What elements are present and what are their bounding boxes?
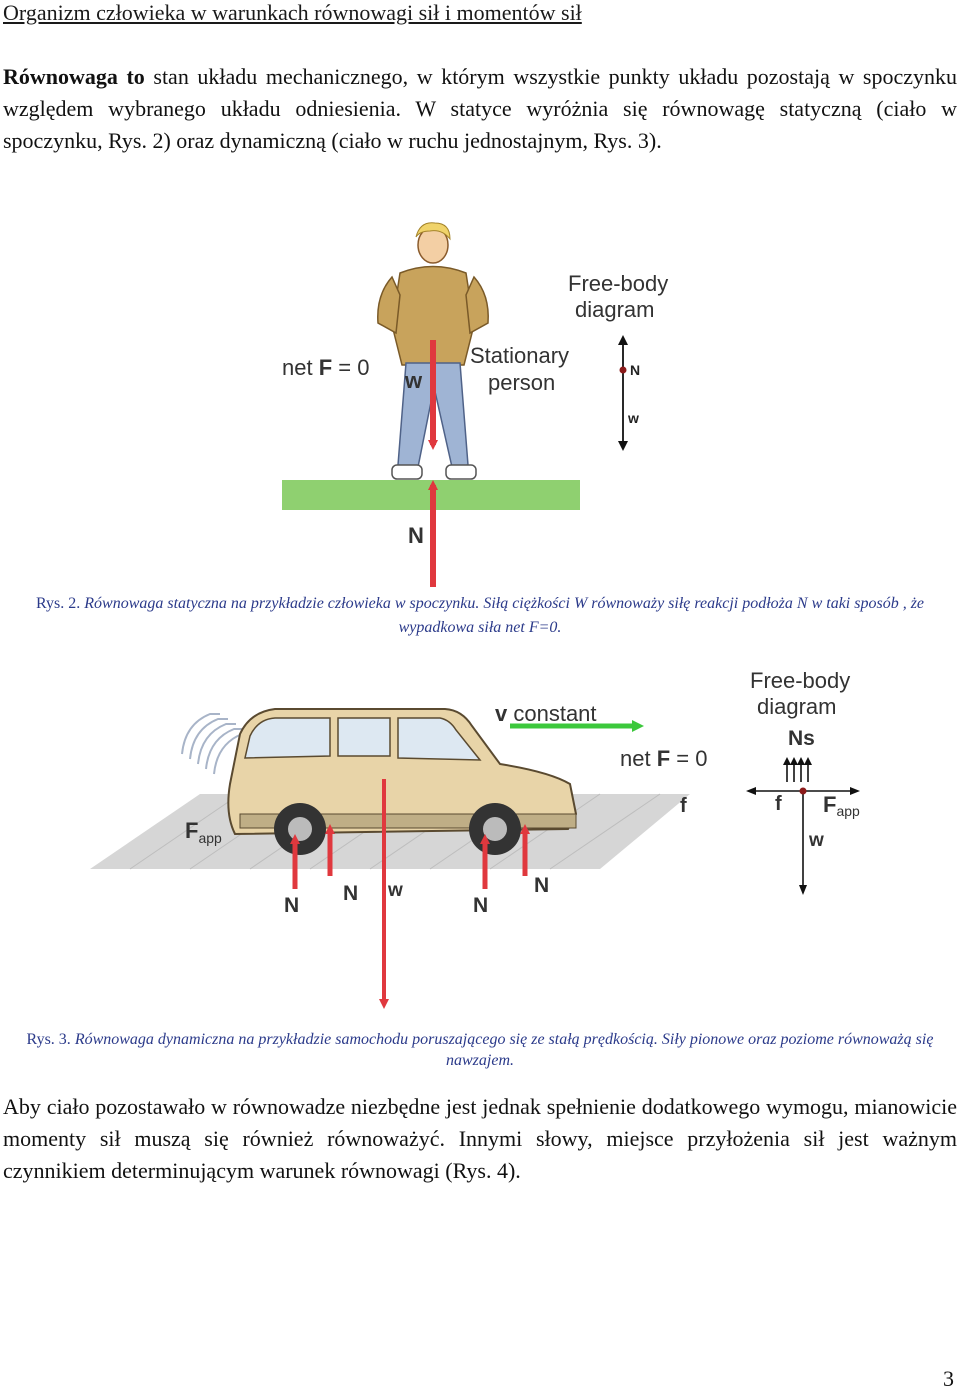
fbd-title-car-1: Free-body — [750, 668, 850, 693]
friction-label: f — [680, 795, 687, 817]
free-body-diagram-person: N w — [618, 335, 640, 451]
fbd-title-2: diagram — [575, 297, 654, 322]
figure-stationary-person: net F = 0 w Stationary person N Free-bod… — [282, 222, 668, 587]
svg-text:w: w — [808, 830, 824, 851]
free-body-diagram-car: Ns f Fapp w — [746, 727, 860, 895]
weight-label: w — [404, 368, 423, 393]
figure2-caption-text: Równowaga statyczna na przykładzie człow… — [80, 595, 925, 636]
weight-label-car: w — [387, 880, 403, 901]
figure3-caption-text: Równowaga dynamiczna na przykładzie samo… — [70, 1031, 934, 1069]
applied-force-label: Fapp — [185, 818, 222, 846]
svg-text:w: w — [627, 410, 639, 426]
intro-bold-term: Równowaga to — [3, 64, 145, 89]
normal-label-2: N — [343, 882, 358, 905]
stationary-label-1: Stationary — [470, 343, 569, 368]
figure3-caption: Rys. 3. Równowaga dynamiczna na przykład… — [10, 1029, 950, 1071]
figure2-caption-lead: Rys. 2. — [35, 595, 81, 612]
figure2-caption: Rys. 2. Równowaga statyczna na przykładz… — [0, 592, 960, 640]
velocity-label: v constant — [495, 701, 597, 726]
page-number: 3 — [943, 1366, 954, 1391]
body-paragraph: Aby ciało pozostawało w równowadze niezb… — [3, 1094, 957, 1183]
motion-lines — [181, 713, 252, 775]
svg-text:Ns: Ns — [788, 727, 815, 750]
svg-text:f: f — [775, 793, 782, 815]
figure-moving-car: v constant net F = 0 f Fapp N N w N N Fr… — [90, 668, 860, 1009]
stationary-label-2: person — [488, 370, 555, 395]
fbd-title-car-2: diagram — [757, 694, 836, 719]
fbd-title-1: Free-body — [568, 271, 668, 296]
normal-label-4: N — [534, 874, 549, 897]
normal-label-3: N — [473, 894, 488, 917]
svg-text:N: N — [630, 362, 640, 378]
normal-label-1: N — [284, 894, 299, 917]
intro-paragraph: Równowaga to stan układu mechanicznego, … — [3, 61, 957, 157]
intro-text: stan układu mechanicznego, w którym wszy… — [3, 64, 957, 153]
normal-label: N — [408, 523, 424, 548]
figure3-caption-lead: Rys. 3. — [26, 1031, 71, 1048]
svg-text:Fapp: Fapp — [823, 792, 860, 819]
page-heading: Organizm człowieka w warunkach równowagi… — [3, 0, 582, 25]
net-force-label: net F = 0 — [282, 355, 369, 380]
net-force-label-car: net F = 0 — [620, 746, 707, 771]
person-illustration — [377, 222, 489, 480]
